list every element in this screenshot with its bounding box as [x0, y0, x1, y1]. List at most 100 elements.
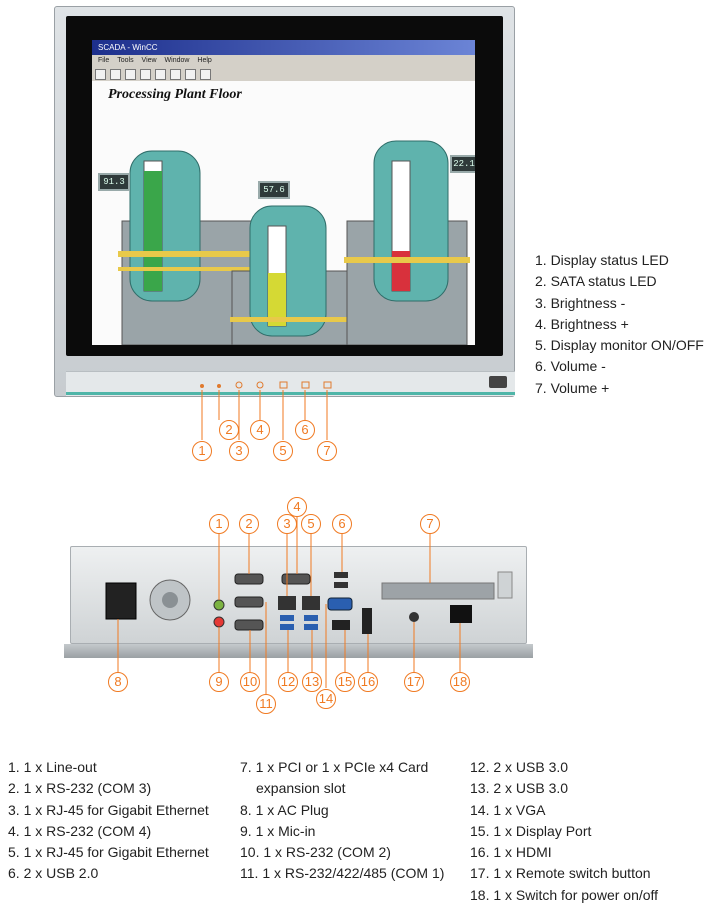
rear-callout-5: 5	[301, 514, 321, 534]
front-legend-item-6: 6. Volume -	[535, 358, 606, 375]
usb3-port-b	[304, 615, 318, 621]
tank-middle-readout: 57.6	[258, 181, 290, 199]
front-controls-graphic	[200, 381, 332, 440]
front-callout-5: 5	[273, 441, 293, 461]
cut-icon[interactable]	[140, 69, 151, 80]
front-legend-item-2: 2. SATA status LED	[535, 273, 657, 290]
front-callout-4: 4	[250, 420, 270, 440]
accent-line	[66, 392, 515, 395]
display-power-button	[279, 381, 288, 389]
rear-callout-7: 7	[420, 514, 440, 534]
remote-switch	[409, 612, 419, 622]
menu-item-file[interactable]: File	[98, 57, 110, 64]
rear-legend-item-8: 8. 1 x AC Plug	[240, 801, 329, 818]
tank-right	[344, 140, 470, 345]
copy-icon[interactable]	[155, 69, 166, 80]
new-file-icon[interactable]	[95, 69, 106, 80]
rear-callout-8: 8	[108, 672, 128, 692]
front-legend-item-3: 3. Brightness -	[535, 294, 626, 311]
rear-legend-item-1: 1. 1 x Line-out	[8, 759, 97, 775]
rear-callout-12: 12	[278, 672, 298, 692]
rear-callout-2: 2	[239, 514, 259, 534]
rear-legend-col1: 1. 1 x Line-out 2. 1 x RS-232 (COM 3) 3.…	[8, 757, 209, 885]
monitor-screen: SCADA - WinCC File Tools View Window Hel…	[92, 40, 475, 345]
lan1-port	[278, 596, 296, 610]
rear-callout-6: 6	[332, 514, 352, 534]
rear-legend-item-16: 16. 1 x HDMI	[470, 844, 552, 861]
rear-ports-graphic	[105, 513, 513, 694]
front-legend-item-1: 1. Display status LED	[535, 252, 669, 268]
rear-legend-item-5: 5. 1 x RJ-45 for Gigabit Ethernet	[8, 844, 209, 861]
com4-port	[281, 573, 311, 585]
front-legend-item-5: 5. Display monitor ON/OFF	[535, 337, 704, 354]
expansion-slot	[381, 582, 495, 600]
front-callout-6: 6	[295, 420, 315, 440]
brightness-up-button	[256, 381, 264, 389]
com2-port	[234, 619, 264, 631]
rear-legend-item-18: 18. 1 x Switch for power on/off	[470, 886, 659, 903]
save-icon[interactable]	[125, 69, 136, 80]
hdmi-port	[362, 608, 372, 634]
help-icon[interactable]	[200, 69, 211, 80]
display-status-led	[200, 384, 204, 388]
rear-callout-4: 4	[287, 497, 307, 517]
rear-legend-col2: 7. 1 x PCI or 1 x PCIe x4 Card expansion…	[240, 757, 444, 885]
scada-canvas: Processing Plant Floor	[92, 81, 475, 345]
vga-port	[327, 597, 353, 611]
brightness-down-button	[235, 381, 243, 389]
window-title: SCADA - WinCC	[98, 43, 158, 52]
paste-icon[interactable]	[170, 69, 181, 80]
rear-legend-item-9: 9. 1 x Mic-in	[240, 822, 316, 839]
open-folder-icon[interactable]	[110, 69, 121, 80]
front-callout-7: 7	[317, 441, 337, 461]
rear-callout-1: 1	[209, 514, 229, 534]
front-legend-item-7: 7. Volume +	[535, 379, 610, 396]
com1-port	[234, 596, 264, 608]
lan2-port	[302, 596, 320, 610]
rear-callout-13: 13	[302, 672, 322, 692]
rear-callout-9: 9	[209, 672, 229, 692]
rear-callout-16: 16	[358, 672, 378, 692]
mic-in-jack	[213, 616, 225, 628]
rear-callout-11: 11	[256, 694, 276, 714]
front-callout-2: 2	[219, 420, 239, 440]
rear-callout-14: 14	[316, 689, 336, 709]
tank-middle	[230, 205, 354, 345]
usb2-port	[334, 572, 348, 578]
rear-legend-item-7: 7. 1 x PCI or 1 x PCIe x4 Card	[240, 759, 429, 775]
tank-left	[118, 150, 258, 345]
front-callout-1: 1	[192, 441, 212, 461]
menu-item-window[interactable]: Window	[164, 57, 190, 64]
volume-down-button	[301, 381, 310, 389]
rear-legend-item-10: 10. 1 x RS-232 (COM 2)	[240, 844, 391, 861]
power-switch	[450, 605, 472, 623]
front-legend: 1. Display status LED 2. SATA status LED…	[535, 250, 704, 399]
rear-callout-15: 15	[335, 672, 355, 692]
plant-floor-graphic	[118, 140, 470, 345]
rear-legend-item-13: 13. 2 x USB 3.0	[470, 780, 569, 797]
line-out-jack	[213, 599, 225, 611]
rear-legend-item-17: 17. 1 x Remote switch button	[470, 865, 651, 882]
menu-item-tools[interactable]: Tools	[117, 57, 134, 64]
rear-legend-item-11: 11. 1 x RS-232/422/485 (COM 1)	[240, 865, 445, 882]
rear-callout-18: 18	[450, 672, 470, 692]
rear-legend-item-3: 3. 1 x RJ-45 for Gigabit Ethernet	[8, 801, 209, 818]
com3-port	[234, 573, 264, 585]
ac-plug	[105, 582, 137, 620]
print-icon[interactable]	[185, 69, 196, 80]
rear-legend-col3: 12. 2 x USB 3.0 13. 2 x USB 3.0 14. 1 x …	[470, 757, 658, 906]
menu-item-view[interactable]: View	[141, 57, 157, 64]
menu-item-help[interactable]: Help	[197, 57, 212, 64]
brand-logo	[489, 376, 507, 388]
rear-legend-item-2: 2. 1 x RS-232 (COM 3)	[8, 780, 152, 797]
rear-legend-item-15: 15. 1 x Display Port	[470, 822, 592, 839]
rear-legend-item-14: 14. 1 x VGA	[470, 801, 546, 818]
sata-status-led	[217, 384, 221, 388]
rear-legend-item-7-cont: expansion slot	[256, 780, 346, 797]
usb3-port-a	[280, 615, 294, 621]
menu-bar: File Tools View Window Help	[92, 55, 475, 67]
rear-legend-item-12: 12. 2 x USB 3.0	[470, 759, 569, 775]
front-callout-3: 3	[229, 441, 249, 461]
tank-left-readout: 91.3	[98, 173, 130, 191]
rear-legend-item-6: 6. 2 x USB 2.0	[8, 865, 99, 882]
